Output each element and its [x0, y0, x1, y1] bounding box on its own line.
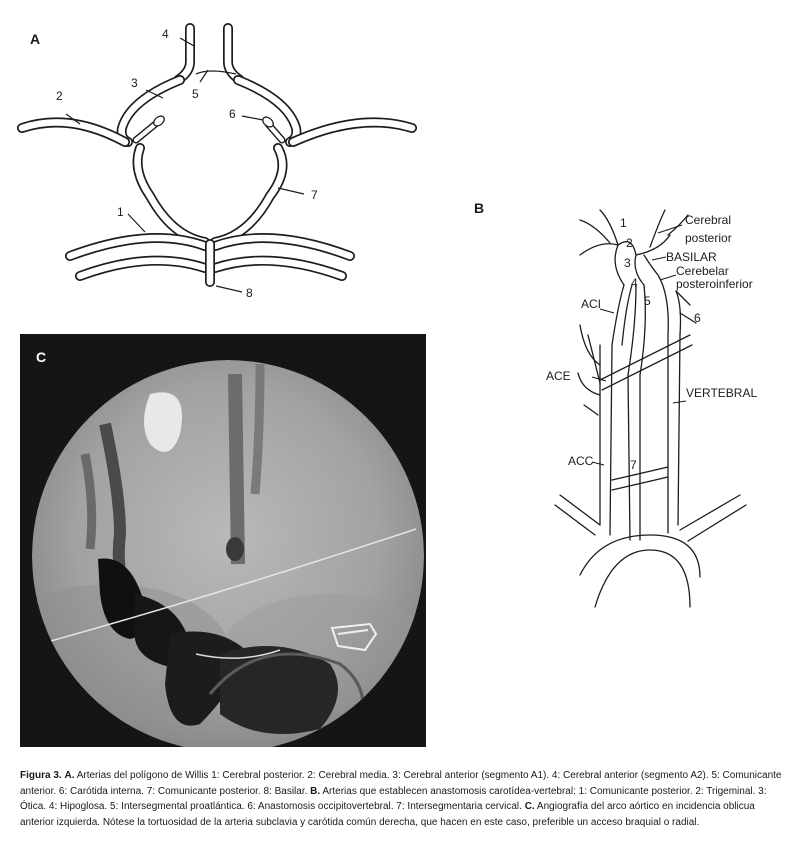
caption-b-text: Arterias que establecen anastomosis caro…: [20, 785, 767, 813]
figure-caption: Figura 3. A. Arterias del polígono de Wi…: [20, 768, 786, 830]
panel-a-circle-of-willis-diagram: 4 3 2 5 6 7 1 8: [17, 23, 417, 300]
panel-a-label-8: 8: [246, 286, 253, 300]
caption-b-letter: B.: [310, 785, 321, 797]
panel-b-label-3: 3: [624, 256, 631, 270]
panel-a-label-6: 6: [229, 107, 236, 121]
panel-b-label-5: 5: [644, 294, 651, 308]
panel-a-label-4: 4: [162, 27, 169, 41]
panel-b-label-aci: ACI: [581, 297, 601, 311]
panel-b-label-vertebral: VERTEBRAL: [686, 386, 757, 400]
panel-b-label-acc: ACC: [568, 454, 594, 468]
panel-b-label-cerebelar-1: Cerebelar: [676, 264, 729, 278]
caption-figure-label: Figura 3.: [20, 770, 62, 781]
panel-b-label-2: 2: [626, 236, 633, 250]
panel-b-label-7: 7: [630, 458, 637, 472]
caption-c-text: Angiografía del arco aórtico en incidenc…: [20, 801, 755, 828]
panel-b-label-cerebral-posterior-1: Cerebral: [685, 213, 731, 227]
panel-a-label-1: 1: [117, 205, 124, 219]
panel-b-vessels: [554, 209, 747, 608]
panel-b-label-4: 4: [631, 276, 638, 290]
panel-b-label-basilar: BASILAR: [666, 250, 717, 264]
caption-a-letter: A.: [64, 770, 75, 781]
panel-b-label-1: 1: [620, 216, 627, 230]
panel-a-label-7: 7: [311, 188, 318, 202]
panel-b-label-cerebelar-2: posteroinferior: [676, 277, 753, 291]
panel-b-letter: B: [474, 200, 485, 216]
panel-b-label-cerebral-posterior-2: posterior: [685, 231, 732, 245]
panel-c-letter: C: [36, 349, 47, 365]
panel-c-angiography: C: [20, 334, 426, 752]
caption-c-letter: C.: [524, 801, 535, 812]
panel-a-label-5: 5: [192, 87, 199, 101]
panel-a-vessels: [17, 23, 417, 287]
panel-b-anastomosis-diagram: 1 2 3 4 5 6 7 Cerebral posterior BASILAR…: [546, 209, 757, 608]
panel-b-label-ace: ACE: [546, 369, 571, 383]
panel-a-label-3: 3: [131, 76, 138, 90]
panel-a-ica-left-stub: [132, 115, 165, 144]
panel-a-label-2: 2: [56, 89, 63, 103]
panel-b-label-6: 6: [694, 311, 701, 325]
caption-a-text: Arterias del polígono de Willis 1: Cereb…: [20, 770, 782, 797]
panel-a-ica-right-stub: [262, 116, 286, 144]
panel-c-angiography-image: [20, 334, 426, 752]
panel-a-letter: A: [30, 31, 41, 47]
